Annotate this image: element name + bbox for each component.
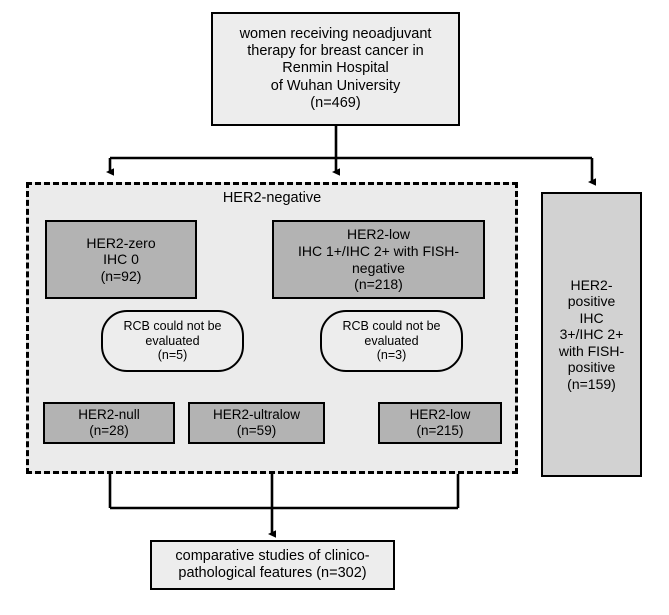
- node-her2-low: HER2-low IHC 1+/IHC 2+ with FISH- negati…: [272, 220, 485, 299]
- node-comparative-studies: comparative studies of clinico- patholog…: [150, 540, 395, 590]
- node-her2-low-result: HER2-low (n=215): [378, 402, 502, 444]
- node-her2-positive: HER2- positive IHC 3+/IHC 2+ with FISH- …: [541, 192, 642, 477]
- node-her2-zero: HER2-zero IHC 0 (n=92): [45, 220, 197, 299]
- node-her2-ultralow: HER2-ultralow (n=59): [188, 402, 325, 444]
- node-her2-null: HER2-null (n=28): [43, 402, 175, 444]
- node-source-cohort: women receiving neoadjuvant therapy for …: [211, 12, 460, 126]
- node-rcb-excluded-zero: RCB could not be evaluated (n=5): [101, 310, 244, 372]
- her2-negative-group-label: HER2-negative: [222, 190, 322, 206]
- node-rcb-excluded-low: RCB could not be evaluated (n=3): [320, 310, 463, 372]
